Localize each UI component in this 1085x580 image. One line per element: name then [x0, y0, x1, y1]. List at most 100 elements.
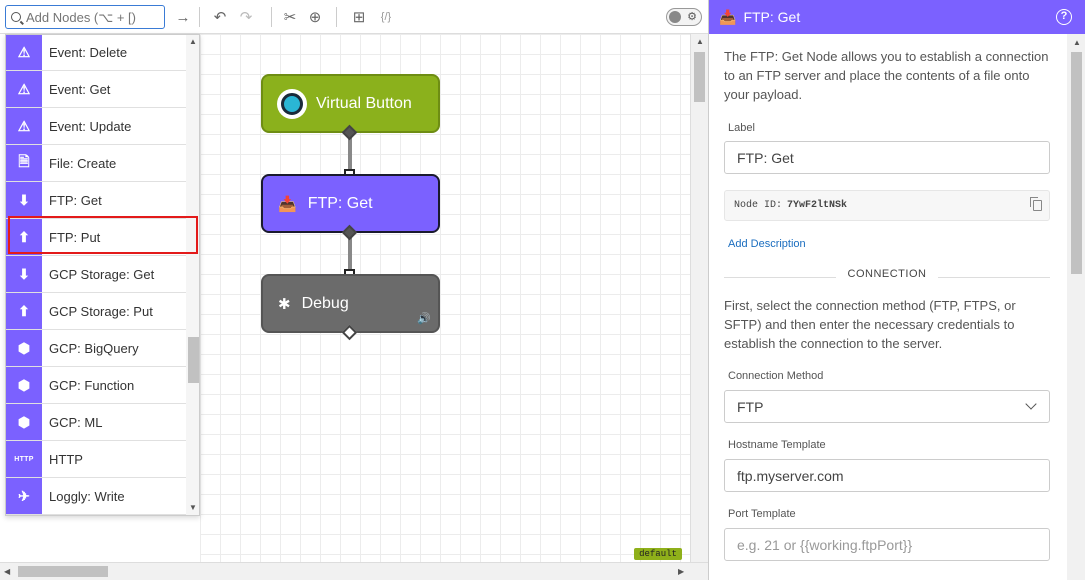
node-properties-panel: 📥 FTP: Get ? ▲ The FTP: Get Node allows … [708, 0, 1085, 580]
selected-value: FTP [737, 398, 764, 415]
http-icon: HTTP [6, 441, 42, 477]
panel-title: FTP: Get [743, 9, 801, 25]
bug-gear-icon: ⚙ [687, 11, 697, 23]
scroll-down-icon[interactable]: ▼ [189, 503, 197, 512]
palette-item-label: Event: Update [49, 118, 132, 134]
version-tag: default [634, 548, 682, 560]
palette-item[interactable]: ⬇ GCP Storage: Get [6, 256, 186, 293]
hexagon-function-icon: ⬢ [6, 367, 42, 403]
node-label: Virtual Button [316, 94, 412, 112]
port-input[interactable]: e.g. 21 or {{working.ftpPort}} [724, 528, 1050, 561]
warning-update-icon: ⚠ [6, 108, 42, 144]
palette-item-label: Loggly: Write [49, 488, 125, 504]
node-id-value: 7YwF2ltNSk [787, 200, 848, 211]
node-id-box: Node ID: 7YwF2ltNSk [724, 190, 1050, 221]
node-debug[interactable]: ✱ Debug 🔊 [261, 274, 440, 333]
search-box[interactable] [5, 5, 165, 29]
hostname-label: Hostname Template [728, 439, 826, 451]
node-virtual-button[interactable]: Virtual Button [261, 74, 440, 133]
toggle-knob [669, 11, 681, 23]
highlight-box [8, 216, 198, 254]
palette-item[interactable]: 🗎File: Create [6, 145, 186, 182]
palette-item[interactable]: ⚠Event: Get [6, 71, 186, 108]
connector-wire [348, 236, 352, 276]
hexagon-ml-icon: ⬢ [6, 404, 42, 440]
divider-line [938, 277, 1050, 278]
node-palette: ⚠ Event: Delete ⚠Event: Get⚠ Event: Update 🗎… [5, 34, 200, 516]
connection-method-select[interactable]: FTP [724, 390, 1050, 423]
scroll-up-icon[interactable]: ▲ [696, 37, 704, 46]
palette-item[interactable]: ⬢GCP: BigQuery [6, 330, 186, 367]
help-icon[interactable]: ? [1056, 9, 1072, 25]
warning-delete-icon: ⚠ [6, 35, 42, 70]
palette-item-label: GCP: BigQuery [49, 340, 139, 356]
chevron-down-icon [1025, 398, 1037, 410]
scroll-thumb[interactable] [694, 52, 705, 102]
add-nodes-search-input[interactable] [26, 9, 156, 25]
folder-download-icon: 📥 [719, 8, 737, 25]
redo-icon[interactable]: ↷ [239, 9, 253, 26]
scroll-up-icon[interactable]: ▲ [1073, 38, 1081, 47]
toolbar-divider [336, 7, 337, 27]
scroll-thumb[interactable] [18, 566, 108, 577]
loggly-bird-icon: ✈ [6, 478, 42, 514]
palette-item-label: FTP: Put [49, 229, 101, 245]
palette-item[interactable]: ⚠ Event: Delete [6, 35, 186, 71]
copy-icon[interactable] [1030, 197, 1042, 211]
scroll-up-icon[interactable]: ▲ [189, 37, 197, 46]
panel-scrollbar[interactable]: ▲ [1067, 34, 1085, 580]
palette-item-label: GCP Storage: Get [49, 266, 155, 282]
canvas-vertical-scrollbar[interactable]: ▲ [690, 34, 708, 562]
label-input[interactable]: FTP: Get [724, 141, 1050, 174]
undo-icon[interactable]: ↶ [213, 9, 227, 26]
connection-help-text: First, select the connection method (FTP… [724, 298, 1016, 351]
node-description: The FTP: Get Node allows you to establis… [724, 49, 1049, 102]
bug-icon: ✱ [278, 295, 291, 313]
palette-item[interactable]: HTTP HTTP [6, 441, 186, 478]
node-ftp-get[interactable]: 📥 FTP: Get [261, 174, 440, 233]
template-braces-icon[interactable]: {/} [380, 11, 392, 23]
palette-item[interactable]: ⬇FTP: Get [6, 182, 186, 219]
folder-upload-icon: ⬆ [6, 219, 42, 255]
palette-item[interactable]: ⬆GCP Storage: Put [6, 293, 186, 330]
scroll-left-icon[interactable]: ◀ [4, 567, 11, 576]
scroll-thumb[interactable] [188, 337, 199, 383]
scissors-icon[interactable]: ✂ [283, 9, 297, 26]
virtual-button-icon [277, 88, 307, 119]
scroll-thumb[interactable] [1071, 52, 1082, 274]
palette-scrollbar[interactable]: ▲ ▼ [186, 35, 199, 515]
arrow-right-icon[interactable]: → [175, 8, 191, 26]
divider-line [724, 277, 836, 278]
scroll-right-icon[interactable]: ▶ [678, 567, 685, 576]
connection-method-label: Connection Method [728, 370, 824, 382]
palette-item[interactable]: ⬢ GCP: Function [6, 367, 186, 404]
node-id-label: Node ID: [734, 200, 783, 211]
add-comment-icon[interactable]: ⊞ [352, 9, 366, 26]
live-stream-toggle[interactable]: ⚙ [666, 8, 702, 26]
label-field-label: Label [728, 122, 755, 134]
palette-item-label: Event: Get [49, 81, 111, 97]
toolbar-divider [271, 7, 272, 27]
section-divider: CONNECTION [724, 268, 1050, 284]
palette-item-label: HTTP [49, 451, 83, 467]
folder-download-icon: ⬇ [6, 182, 42, 218]
palette-item-label: GCP: Function [49, 377, 135, 393]
palette-item[interactable]: ✈ Loggly: Write [6, 478, 186, 515]
speaker-icon[interactable]: 🔊 [417, 313, 431, 325]
palette-item[interactable]: ⬢GCP: ML [6, 404, 186, 441]
palette-item[interactable]: ⬆ FTP: Put [6, 219, 186, 256]
storage-download-icon: ⬇ [6, 256, 42, 292]
palette-item-label: GCP Storage: Put [49, 303, 153, 319]
toolbar-divider [199, 7, 200, 27]
zoom-in-icon[interactable]: ⊕ [308, 9, 322, 26]
palette-item-label: Event: Delete [49, 44, 128, 60]
folder-download-icon: 📥 [278, 195, 297, 213]
hostname-input[interactable]: ftp.myserver.com [724, 459, 1050, 492]
toolbar: → ↶ ↷ ✂ ⊕ ⊞ {/} ⚙ [0, 0, 708, 34]
canvas-horizontal-scrollbar[interactable]: ◀ ▶ [0, 562, 708, 580]
file-plus-icon: 🗎 [6, 145, 42, 181]
palette-item[interactable]: ⚠ Event: Update [6, 108, 186, 145]
section-title-connection: CONNECTION [847, 268, 927, 280]
add-description-link[interactable]: Add Description [728, 238, 806, 250]
